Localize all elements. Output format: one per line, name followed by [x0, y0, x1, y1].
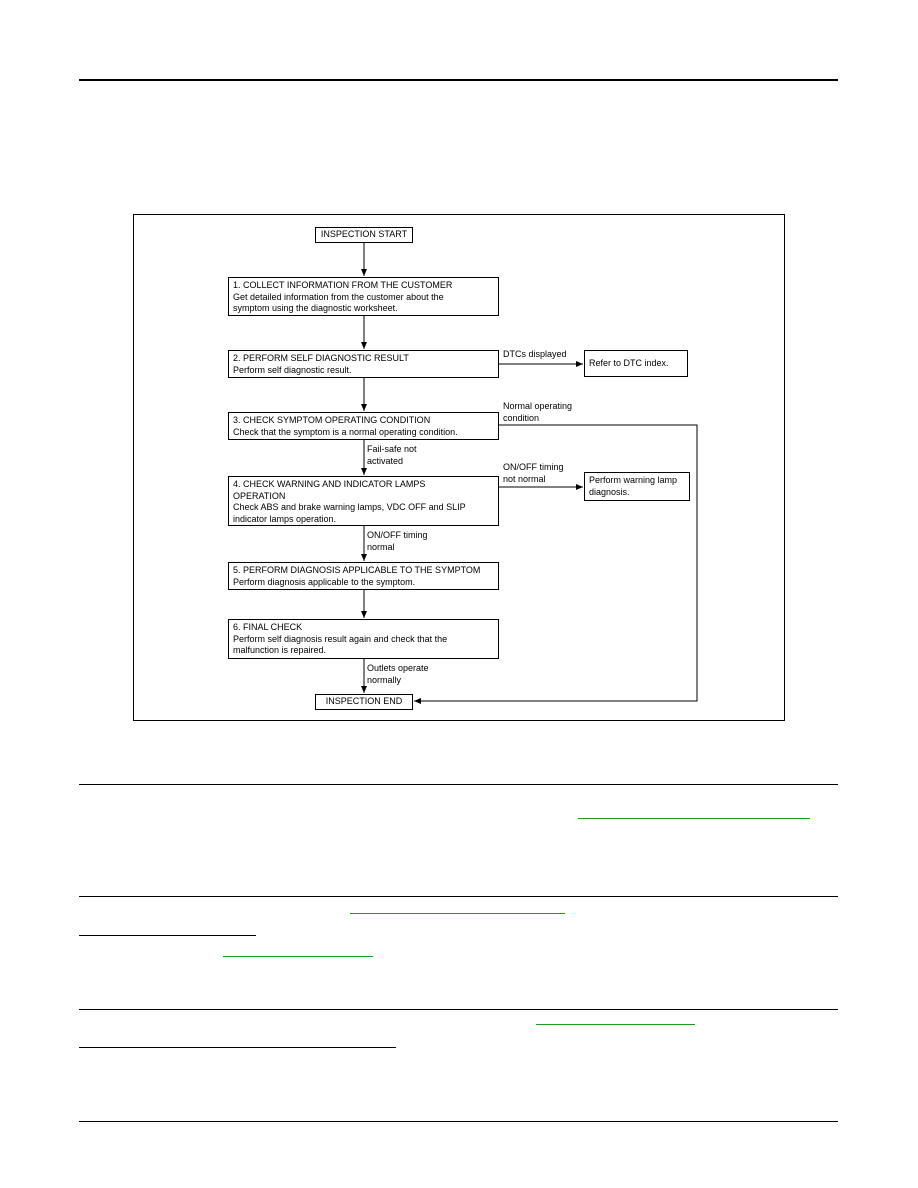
- step3-title: 3. CHECK SYMPTOM OPERATING CONDITION: [233, 415, 431, 425]
- step6-line: Perform self diagnosis result again and …: [233, 633, 448, 644]
- cross-reference-link[interactable]: [223, 956, 373, 957]
- cross-reference-link[interactable]: [578, 818, 810, 819]
- warning-lamp-box: Perform warning lamp diagnosis.: [584, 472, 690, 501]
- inspection-start-box: INSPECTION START: [315, 227, 413, 243]
- section-rule: [79, 896, 838, 897]
- label-onoff-not-normal: ON/OFF timing not normal: [503, 462, 564, 484]
- cross-reference-link[interactable]: [536, 1024, 695, 1025]
- label-dtcs-displayed: DTCs displayed: [503, 349, 567, 359]
- step1-box: 1. COLLECT INFORMATION FROM THE CUSTOMER…: [228, 277, 499, 316]
- step4-line: Check ABS and brake warning lamps, VDC O…: [233, 502, 466, 512]
- step1-title: 1. COLLECT INFORMATION FROM THE CUSTOMER: [233, 280, 453, 290]
- step2-title: 2. PERFORM SELF DIAGNOSTIC RESULT: [233, 353, 409, 363]
- warning-lamp-line: diagnosis.: [589, 486, 630, 497]
- step6-line: malfunction is repaired.: [233, 645, 327, 655]
- step5-title: 5. PERFORM DIAGNOSIS APPLICABLE TO THE S…: [233, 565, 481, 575]
- heading-underline: [79, 935, 256, 936]
- inspection-end-box: INSPECTION END: [315, 694, 413, 710]
- header-rule: [79, 79, 838, 81]
- inspection-start-label: INSPECTION START: [320, 229, 408, 239]
- label-failsafe: Fail-safe not activated: [367, 444, 417, 466]
- warning-lamp-line: Perform warning lamp: [589, 475, 678, 485]
- step1-line: Get detailed information from the custom…: [233, 291, 444, 302]
- arrow-step3-to-end: [414, 424, 698, 704]
- step5-line: Perform diagnosis applicable to the symp…: [233, 576, 416, 587]
- step2-box: 2. PERFORM SELF DIAGNOSTIC RESULT Perfor…: [228, 350, 499, 378]
- step4-box: 4. CHECK WARNING AND INDICATOR LAMPS OPE…: [228, 476, 499, 526]
- step4-line: OPERATION: [233, 490, 286, 501]
- cross-reference-link[interactable]: [350, 913, 565, 914]
- dtc-index-label: Refer to DTC index.: [589, 358, 669, 368]
- dtc-index-box: Refer to DTC index.: [584, 350, 688, 377]
- step4-line: indicator lamps operation.: [233, 513, 337, 524]
- inspection-end-label: INSPECTION END: [325, 696, 403, 706]
- section-rule: [79, 1009, 838, 1010]
- step4-title: 4. CHECK WARNING AND INDICATOR LAMPS: [233, 479, 426, 489]
- flowchart-frame: [133, 214, 785, 721]
- label-normal-condition: Normal operating condition: [503, 401, 573, 423]
- heading-underline: [79, 1047, 396, 1048]
- section-rule: [79, 784, 838, 785]
- label-outlets: Outlets operate normally: [367, 663, 429, 685]
- label-onoff-normal: ON/OFF timing normal: [367, 530, 428, 552]
- step5-box: 5. PERFORM DIAGNOSIS APPLICABLE TO THE S…: [228, 562, 499, 590]
- step3-box: 3. CHECK SYMPTOM OPERATING CONDITION Che…: [228, 412, 499, 440]
- step6-title: 6. FINAL CHECK: [233, 622, 303, 632]
- step6-box: 6. FINAL CHECK Perform self diagnosis re…: [228, 619, 499, 659]
- step3-line: Check that the symptom is a normal opera…: [233, 426, 458, 437]
- footer-rule: [79, 1121, 838, 1122]
- step2-line: Perform self diagnostic result.: [233, 364, 352, 375]
- step1-line: symptom using the diagnostic worksheet.: [233, 303, 398, 313]
